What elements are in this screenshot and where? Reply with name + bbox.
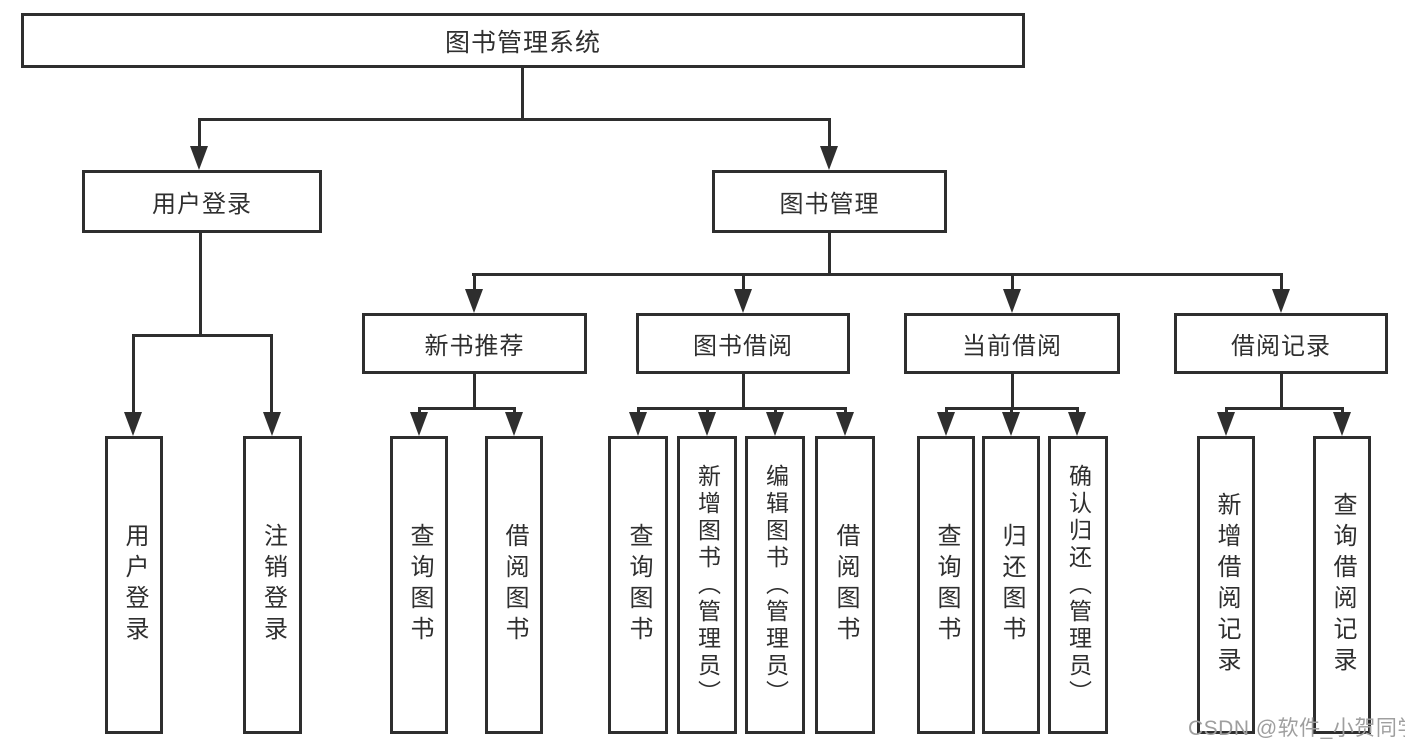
leaf-nb-borrow-book: 借阅图书 bbox=[485, 436, 543, 734]
arrow-down-nb-leaf1 bbox=[410, 412, 428, 436]
connector-user-login-rail bbox=[132, 334, 273, 337]
arrow-down-current-borrow bbox=[1003, 289, 1021, 313]
arrow-down-borrow-record bbox=[1272, 289, 1290, 313]
arrow-down-nb-leaf2 bbox=[505, 412, 523, 436]
connector-current-borrow-drop bbox=[1011, 273, 1014, 303]
leaf-br-add-record: 新增借阅记录 bbox=[1197, 436, 1255, 734]
arrow-down-bb-leaf4 bbox=[836, 412, 854, 436]
connector-ul-leaf1-drop bbox=[132, 334, 135, 428]
arrow-down-ul-leaf1 bbox=[124, 412, 142, 436]
connector-book-mgmt-stem bbox=[828, 233, 831, 273]
leaf-cb-return-book-label: 归还图书 bbox=[998, 523, 1025, 647]
arrow-down-cb-leaf3 bbox=[1068, 412, 1086, 436]
arrow-down-cb-leaf2 bbox=[1002, 412, 1020, 436]
node-borrow-record-label: 借阅记录 bbox=[1231, 333, 1331, 360]
connector-root-stem bbox=[521, 68, 524, 118]
node-book-borrow-label: 图书借阅 bbox=[693, 333, 793, 360]
arrow-down-book-borrow bbox=[734, 289, 752, 313]
connector-root-rail bbox=[198, 118, 830, 121]
connector-br-rail bbox=[1225, 407, 1344, 410]
arrow-down-user-login bbox=[190, 146, 208, 170]
node-user-login-label: 用户登录 bbox=[152, 191, 252, 218]
leaf-br-query-record-label: 查询借阅记录 bbox=[1329, 492, 1356, 678]
leaf-bb-query-book: 查询图书 bbox=[608, 436, 668, 734]
leaf-user-login: 用户登录 bbox=[105, 436, 163, 734]
connector-new-book-stem bbox=[473, 374, 476, 407]
leaf-cb-return-book: 归还图书 bbox=[982, 436, 1040, 734]
leaf-cb-query-book-label: 查询图书 bbox=[933, 523, 960, 647]
arrow-down-br-leaf1 bbox=[1217, 412, 1235, 436]
leaf-bb-add-book-label: 新增图书（管理员） bbox=[694, 463, 721, 707]
arrow-down-br-leaf2 bbox=[1333, 412, 1351, 436]
leaf-bb-query-book-label: 查询图书 bbox=[625, 523, 652, 647]
arrow-down-bb-leaf2 bbox=[698, 412, 716, 436]
arrow-down-bb-leaf1 bbox=[629, 412, 647, 436]
leaf-cb-query-book: 查询图书 bbox=[917, 436, 975, 734]
node-current-borrow-label: 当前借阅 bbox=[962, 333, 1062, 360]
connector-bb-rail bbox=[637, 407, 847, 410]
node-book-borrow: 图书借阅 bbox=[636, 313, 850, 374]
leaf-nb-query-book-label: 查询图书 bbox=[406, 523, 433, 647]
leaf-nb-query-book: 查询图书 bbox=[390, 436, 448, 734]
leaf-logout: 注销登录 bbox=[243, 436, 302, 734]
leaf-br-add-record-label: 新增借阅记录 bbox=[1213, 492, 1240, 678]
leaf-br-query-record: 查询借阅记录 bbox=[1313, 436, 1371, 734]
arrow-down-ul-leaf2 bbox=[263, 412, 281, 436]
arrow-down-bb-leaf3 bbox=[766, 412, 784, 436]
leaf-bb-borrow-book: 借阅图书 bbox=[815, 436, 875, 734]
node-book-mgmt-label: 图书管理 bbox=[779, 191, 880, 218]
node-current-borrow: 当前借阅 bbox=[904, 313, 1120, 374]
leaf-bb-borrow-book-label: 借阅图书 bbox=[832, 523, 859, 647]
node-root: 图书管理系统 bbox=[21, 13, 1025, 68]
connector-book-borrow-stem bbox=[742, 374, 745, 407]
node-book-mgmt: 图书管理 bbox=[712, 170, 947, 233]
connector-level3-rail bbox=[472, 273, 1282, 276]
csdn-watermark: CSDN @软件_小贺同学 bbox=[1188, 717, 1405, 740]
connector-user-login-stem bbox=[199, 233, 202, 334]
arrow-down-book-mgmt bbox=[820, 146, 838, 170]
arrow-down-new-book bbox=[465, 289, 483, 313]
connector-ul-leaf2-drop bbox=[270, 334, 273, 428]
connector-book-mgmt-drop bbox=[828, 118, 831, 154]
leaf-bb-edit-book: 编辑图书（管理员） bbox=[745, 436, 805, 734]
connector-current-borrow-stem bbox=[1011, 374, 1014, 407]
node-root-label: 图书管理系统 bbox=[444, 28, 601, 57]
leaf-nb-borrow-book-label: 借阅图书 bbox=[501, 523, 528, 647]
leaf-cb-confirm-return-label: 确认归还（管理员） bbox=[1065, 463, 1092, 707]
connector-book-borrow-drop bbox=[742, 273, 745, 303]
connector-user-login-drop bbox=[198, 118, 201, 154]
leaf-user-login-label: 用户登录 bbox=[121, 523, 148, 647]
connector-new-book-drop bbox=[473, 273, 476, 303]
connector-borrow-record-drop bbox=[1280, 273, 1283, 303]
arrow-down-cb-leaf1 bbox=[937, 412, 955, 436]
node-borrow-record: 借阅记录 bbox=[1174, 313, 1388, 374]
node-new-book-label: 新书推荐 bbox=[424, 333, 525, 360]
leaf-cb-confirm-return: 确认归还（管理员） bbox=[1048, 436, 1108, 734]
leaf-logout-label: 注销登录 bbox=[259, 523, 287, 647]
connector-borrow-record-stem bbox=[1280, 374, 1283, 407]
leaf-bb-edit-book-label: 编辑图书（管理员） bbox=[762, 463, 789, 707]
node-new-book: 新书推荐 bbox=[362, 313, 587, 374]
connector-nb-rail bbox=[418, 407, 516, 410]
node-user-login: 用户登录 bbox=[82, 170, 322, 233]
leaf-bb-add-book: 新增图书（管理员） bbox=[677, 436, 737, 734]
